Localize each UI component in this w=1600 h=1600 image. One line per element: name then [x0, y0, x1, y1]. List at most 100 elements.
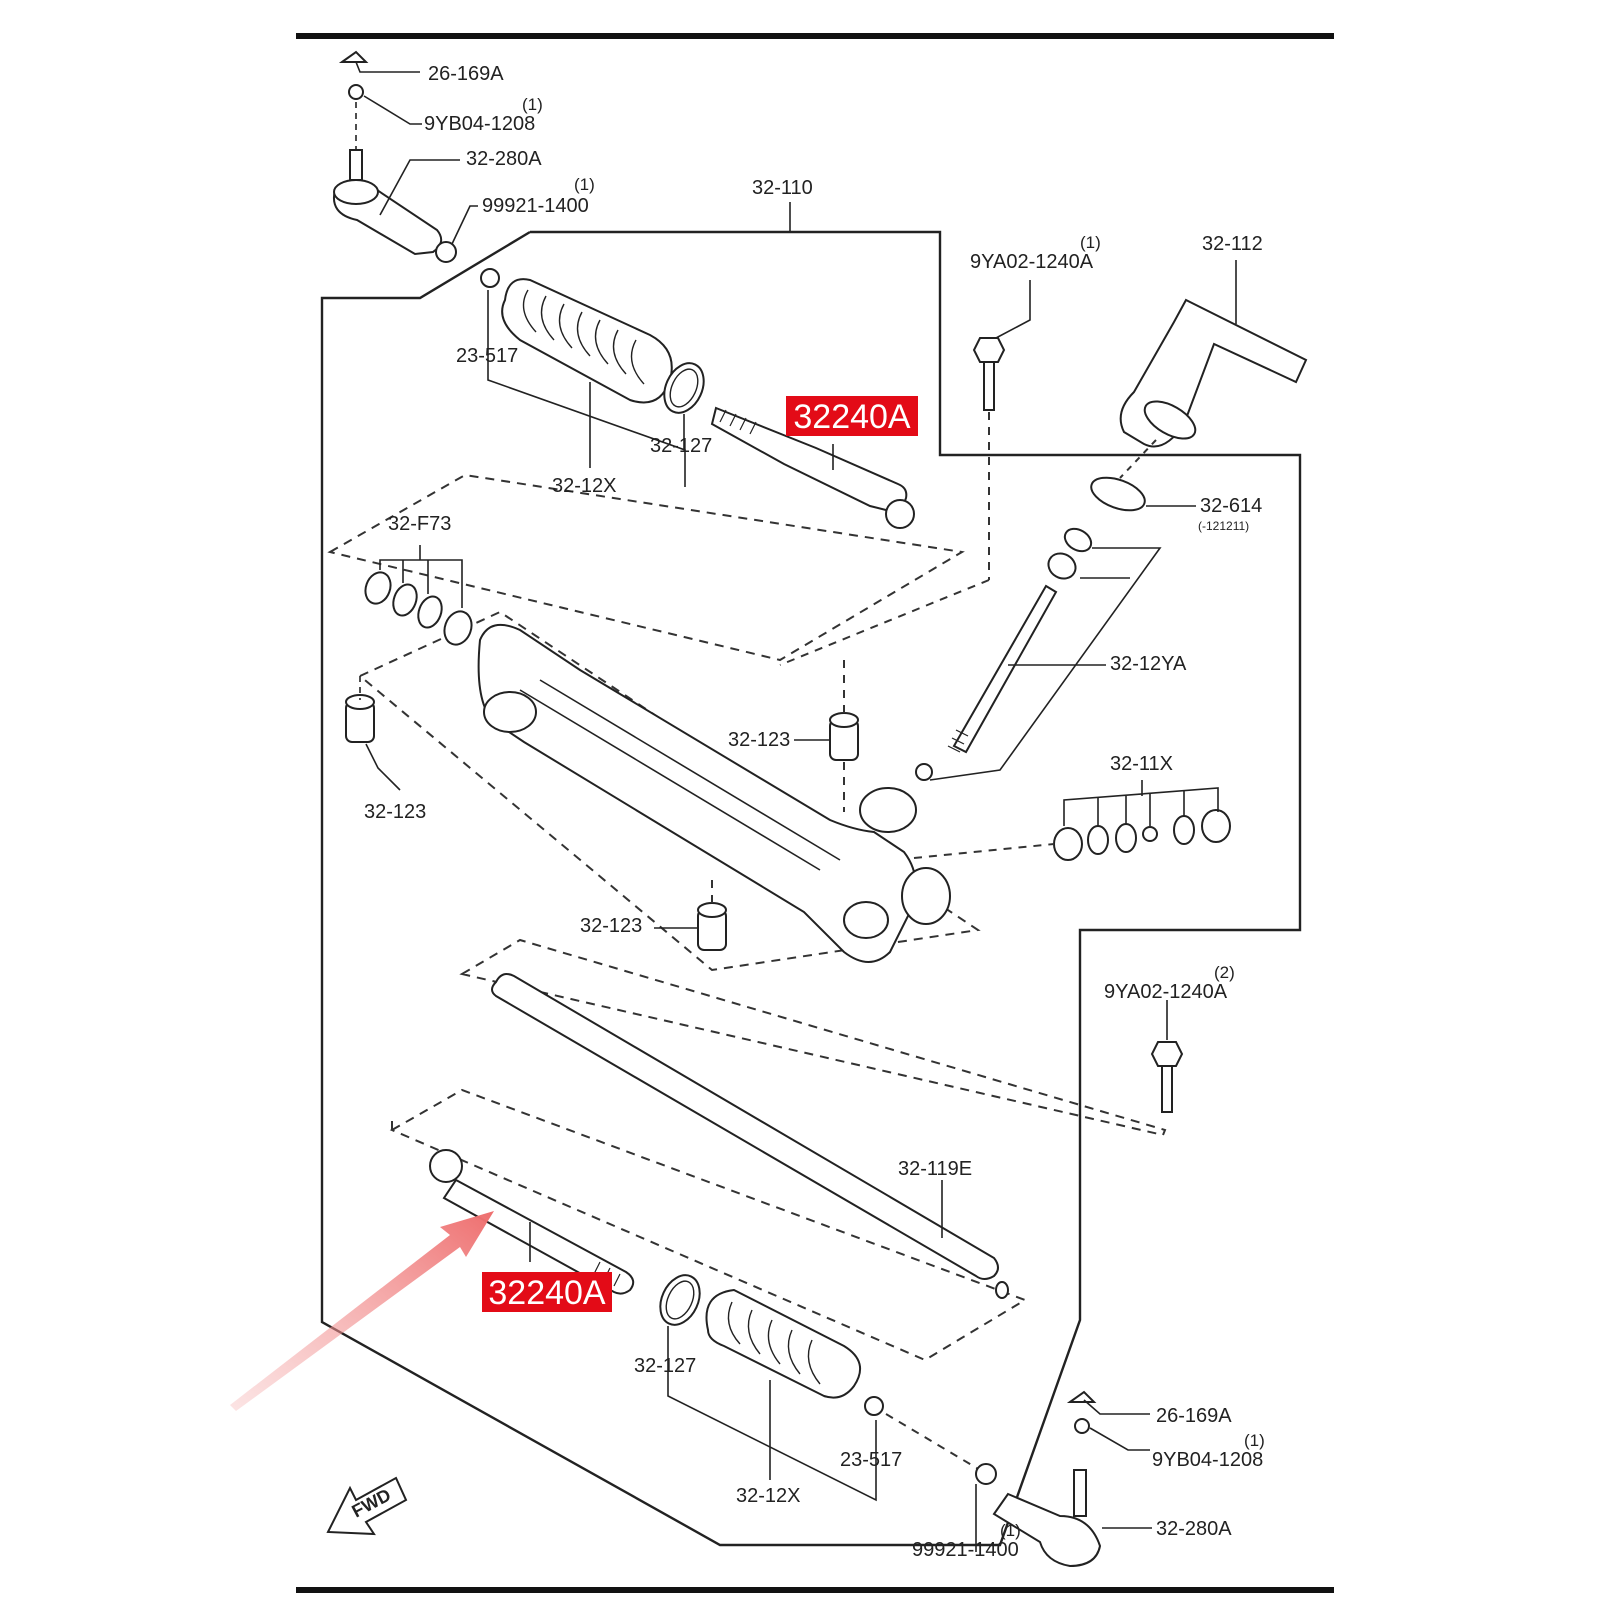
label-bushing-mid: 32-123 [728, 729, 790, 751]
dashed-box-top-tierod [327, 473, 965, 662]
housing-mount-left [483, 691, 537, 733]
locknut-top-icon [435, 241, 457, 263]
cover-group [1119, 260, 1308, 479]
cover-flange [1143, 400, 1197, 440]
label-bolt-top-qty: (1) [1080, 233, 1101, 252]
cotter-pin-top-icon [348, 84, 364, 100]
label-seal-kit-left: 32-F73 [388, 513, 451, 535]
label-oring-note: (-121211) [1198, 519, 1249, 533]
seal-kit-right-group [913, 780, 1231, 861]
tie-rod-end-bottom-group [975, 1390, 1152, 1568]
boot-ring-bottom-icon [659, 1274, 701, 1326]
tie-rod-end-top-ball [333, 179, 379, 205]
seal-left-1-icon [364, 571, 392, 605]
label-cotter-top: 9YB04-1208 [424, 113, 535, 135]
boot-clamp-top-icon [480, 268, 500, 288]
boot-ring-top-icon [663, 362, 705, 414]
seal-right-2-icon [1087, 825, 1109, 855]
housing-mount-right [843, 901, 889, 939]
seal-right-6-icon [1201, 809, 1231, 843]
cover-icon [1119, 298, 1308, 448]
pinion-ball [915, 763, 933, 781]
boot-ring-bottom-inner [665, 1280, 695, 1320]
label-gear-assembly: 32-110 [752, 177, 813, 199]
rack-group [491, 973, 1009, 1299]
label-oring: 32-614 [1200, 495, 1262, 517]
boot-bottom-icon [705, 1288, 862, 1399]
oring-group [1090, 476, 1196, 512]
label-locknut-top: 99921-1400 [482, 195, 589, 217]
nut-bottom-icon [1066, 1390, 1097, 1403]
seal-right-4-icon [1142, 826, 1158, 842]
label-bolt-bottom: 9YA02-1240A [1104, 981, 1228, 1003]
label-seal-kit-right: 32-11X [1110, 753, 1173, 775]
highlight-bottom-bg [482, 1272, 612, 1312]
highlight-top-bg [786, 396, 918, 436]
assembly-outline [320, 230, 1302, 1547]
dashed-box-rack [459, 938, 1167, 1137]
seal-right-3-icon [1115, 823, 1137, 853]
label-tie-rod-end-top: 32-280A [466, 148, 542, 170]
label-rack: 32-119E [898, 1158, 972, 1180]
rack-housing-group [477, 623, 951, 963]
label-locknut-bottom-qty: (1) [1000, 1521, 1021, 1540]
bolt-bottom-icon [1150, 1041, 1184, 1067]
pinion-bearing-1 [1063, 527, 1093, 553]
seal-left-4-icon [443, 610, 473, 646]
seal-right-5-icon [1173, 815, 1195, 845]
nut-top-icon [338, 50, 369, 63]
label-bolt-bottom-qty: (2) [1214, 963, 1235, 982]
dashed-box-bottom-tierod [389, 1088, 1028, 1362]
seal-left-3-icon [417, 595, 443, 629]
label-locknut-top-qty: (1) [574, 175, 595, 194]
seal-right-1-icon [1053, 827, 1083, 861]
bushings-group [345, 660, 859, 951]
pinion-housing-port [901, 867, 951, 925]
label-boot-clamp-bottom: 23-517 [840, 1449, 902, 1471]
stud-bottom-icon [1073, 1469, 1087, 1517]
label-nut-top: 26-169A [428, 63, 504, 85]
oring-icon [1090, 476, 1146, 512]
locknut-bottom-icon [975, 1463, 997, 1485]
rack-bar-icon [491, 973, 999, 1280]
cotter-pin-bottom-icon [1074, 1418, 1090, 1434]
label-bushing-lower: 32-123 [580, 915, 642, 937]
highlight-top-text: 32240A [793, 398, 911, 436]
tie-rod-end-bottom-icon [992, 1492, 1102, 1568]
pinion-shaft-icon [952, 584, 1058, 754]
pointer-arrow-icon [230, 1211, 494, 1411]
label-cotter-top-qty: (1) [522, 95, 543, 114]
label-cotter-bottom-qty: (1) [1244, 1431, 1265, 1450]
boot-ring-top-inner [669, 368, 699, 408]
label-cotter-bottom: 9YB04-1208 [1152, 1449, 1263, 1471]
pinion-bearing-2 [1047, 552, 1077, 580]
stud-top-icon [349, 149, 363, 181]
fwd-indicator: FWD [326, 1476, 408, 1536]
label-bushing-left: 32-123 [364, 801, 426, 823]
labels: 26-169A (1) 9YB04-1208 32-280A (1) 99921… [364, 63, 1265, 1561]
bolt-top-icon [972, 337, 1006, 363]
seal-left-2-icon [392, 583, 418, 617]
label-boot-top: 32-12X [552, 475, 617, 497]
label-boot-ring-top: 32-127 [650, 435, 712, 457]
label-boot-bottom: 32-12X [736, 1485, 801, 1507]
label-boot-clamp-top: 23-517 [456, 345, 518, 367]
bolt-top-group [779, 280, 1031, 666]
boot-top-icon [501, 278, 673, 404]
boot-clamp-bottom-icon [864, 1396, 884, 1416]
bottom-tierod-group [429, 1149, 981, 1502]
pinion-housing-top [859, 787, 917, 833]
inner-tie-rod-top-ball [885, 499, 915, 529]
highlight-top[interactable]: 32240A [786, 396, 918, 436]
top-boot-group [480, 268, 915, 529]
label-cover: 32-112 [1202, 233, 1263, 255]
highlight-bottom-text: 32240A [488, 1274, 606, 1312]
fwd-arrow-icon [326, 1476, 408, 1536]
inner-tie-rod-bottom-ball [429, 1149, 463, 1183]
highlight-bottom[interactable]: 32240A [482, 1272, 612, 1312]
seal-kit-left-group [364, 545, 473, 646]
pinion-group [915, 527, 1162, 781]
label-bolt-top: 9YA02-1240A [970, 251, 1094, 273]
label-tie-rod-end-bottom: 32-280A [1156, 1518, 1232, 1540]
